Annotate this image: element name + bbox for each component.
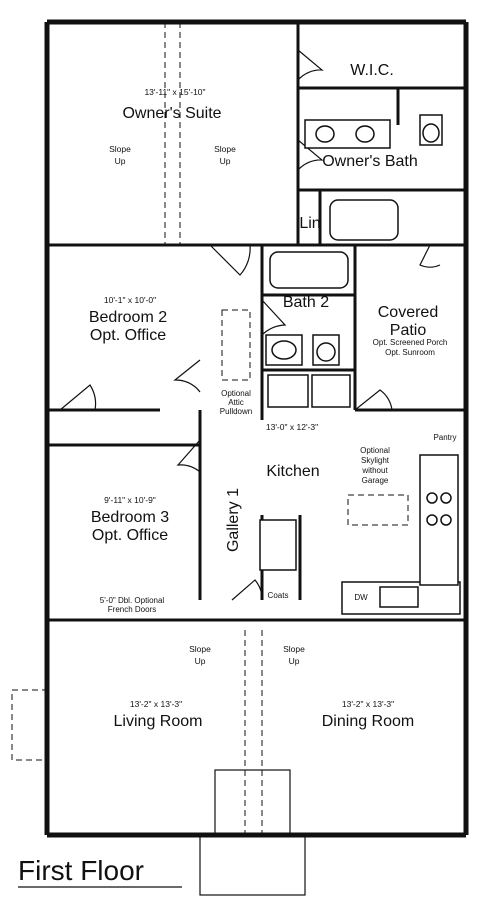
slope-label-3: Slope [189,644,211,654]
skylight-label-4: Garage [362,476,389,485]
french-doors-label-1: 5'-0" Dbl. Optional [100,596,165,605]
patio-note-2: Opt. Sunroom [385,348,435,357]
bedroom2-label-2: Opt. Office [90,327,166,344]
owners-bath-label: Owner's Bath [322,153,418,170]
owners-suite-dim: 13'-11" x 15'-10" [144,87,205,97]
living-room-label: Living Room [114,713,203,730]
up-label-3: Up [195,656,206,666]
dining-room-dim: 13'-2" x 13'-3" [342,699,394,709]
skylight-label-3: without [361,466,388,475]
pantry-label: Pantry [433,433,456,442]
patio-label-1: Covered [378,304,438,321]
bedroom3-dim: 9'-11" x 10'-9" [104,495,156,505]
patio-label-2: Patio [390,322,427,339]
gallery-label: Gallery 1 [225,488,242,552]
skylight-label-1: Optional [360,446,390,455]
up-label-1: Up [115,156,126,166]
bedroom2-dim: 10'-1" x 10'-0" [104,295,156,305]
up-label-4: Up [289,656,300,666]
up-label-2: Up [220,156,231,166]
dishwasher-label: DW [354,593,368,602]
living-room-dim: 13'-2" x 13'-3" [130,699,182,709]
coats-label: Coats [268,591,289,600]
plan-title: First Floor [18,855,144,886]
bedroom3-label-1: Bedroom 3 [91,509,169,526]
dashed-lines [11,22,409,896]
french-doors-label-2: French Doors [108,605,156,614]
bedroom3-label-2: Opt. Office [92,527,168,544]
linen-label: Lin [299,215,320,232]
interior-walls [47,22,466,622]
slope-label-2: Slope [214,144,236,154]
slope-label-4: Slope [283,644,305,654]
bath2-label: Bath 2 [283,294,329,311]
patio-note-1: Opt. Screened Porch [373,338,448,347]
bedroom2-label-1: Bedroom 2 [89,309,167,326]
wic-label: W.I.C. [350,62,394,79]
attic-label-2: Attic [228,398,244,407]
attic-label-3: Pulldown [220,407,252,416]
kitchen-label: Kitchen [266,463,319,480]
dining-room-label: Dining Room [322,713,414,730]
attic-label-1: Optional [221,389,251,398]
skylight-label-2: Skylight [361,456,390,465]
slope-label-1: Slope [109,144,131,154]
kitchen-dim: 13'-0" x 12'-3" [266,422,318,432]
room-labels: 13'-11" x 15'-10" Owner's Suite Slope Up… [89,62,457,730]
fixtures [259,114,461,615]
owners-suite-label: Owner's Suite [122,105,221,122]
doors [59,49,441,601]
